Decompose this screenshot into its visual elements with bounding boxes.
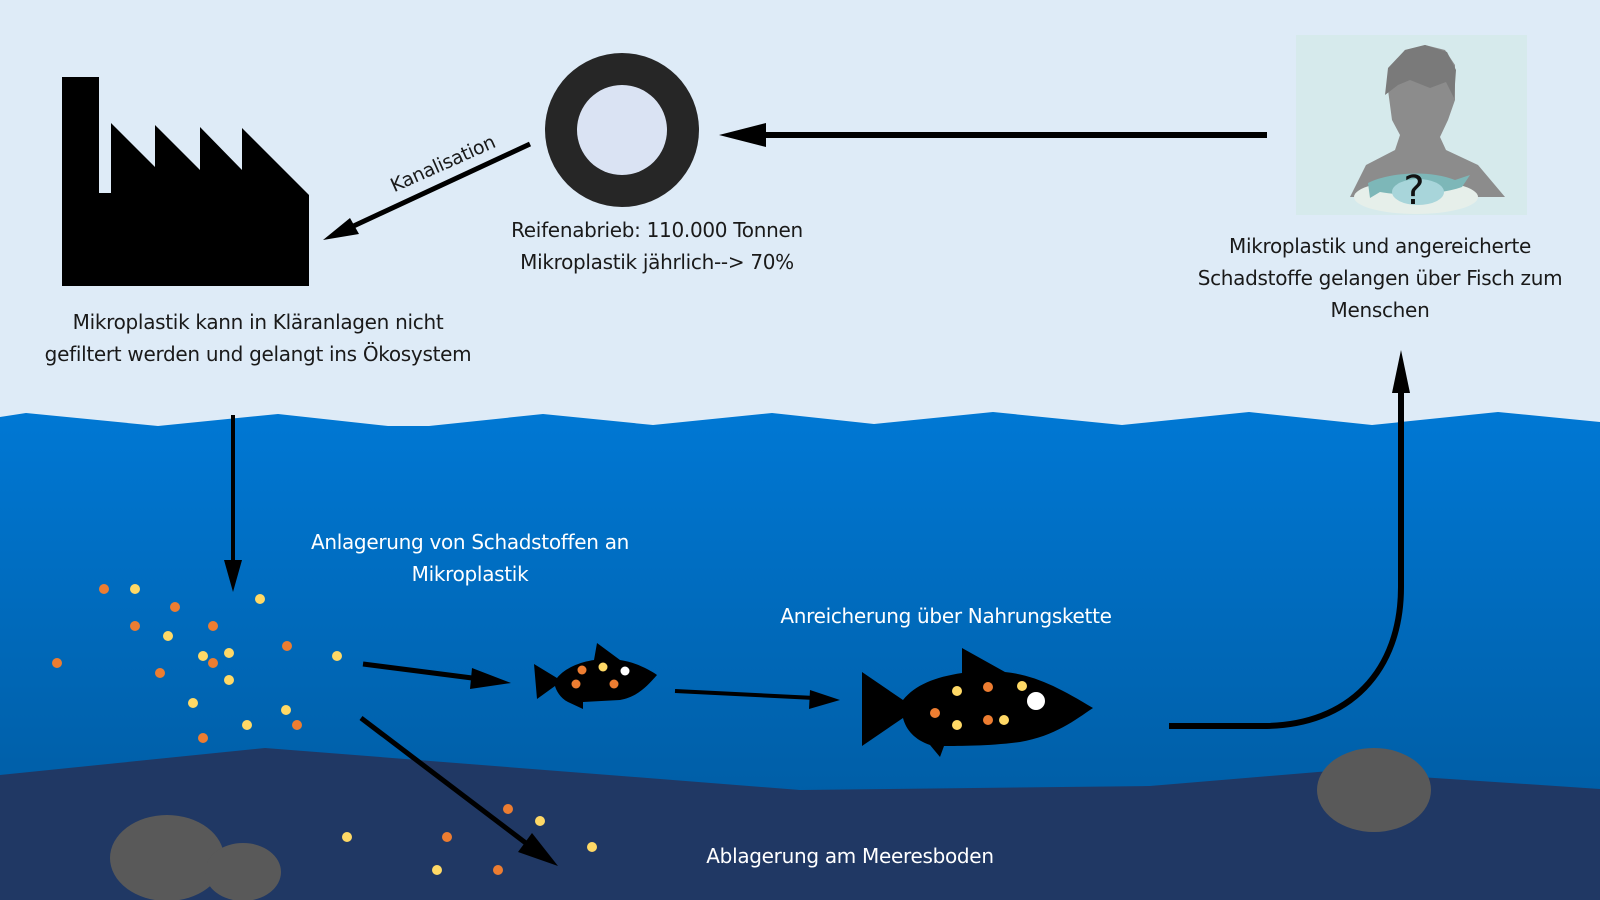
particle-water-orange — [170, 602, 180, 612]
particle-large-fish-orange — [983, 715, 993, 725]
particle-seabed-yellow — [587, 842, 597, 852]
human-caption-line-1: Mikroplastik und angereicherte — [1228, 234, 1531, 258]
particle-water-orange — [292, 720, 302, 730]
particle-seabed-yellow — [342, 832, 352, 842]
particle-water-yellow — [224, 648, 234, 658]
particle-large-fish-yellow — [952, 686, 962, 696]
particle-water-yellow — [242, 720, 252, 730]
particle-small-fish-orange — [577, 665, 587, 675]
factory-caption-line-1: Mikroplastik kann in Kläranlagen nicht — [72, 310, 444, 334]
large-fish-icon — [862, 648, 1093, 757]
factory-caption: Mikroplastik kann in Kläranlagen nicht g… — [8, 306, 508, 370]
particle-water-orange — [52, 658, 62, 668]
question-mark: ? — [1403, 168, 1424, 214]
particle-seabed-orange — [442, 832, 452, 842]
particle-water-orange — [99, 584, 109, 594]
arrow-fish-to-human-head — [1392, 350, 1410, 393]
particle-water-yellow — [198, 651, 208, 661]
particle-small-fish-white — [620, 666, 630, 676]
adsorption-caption: Anlagerung von Schadstoffen an Mikroplas… — [280, 526, 660, 590]
particle-water-orange — [155, 668, 165, 678]
arrow-factory-to-water-head — [224, 560, 242, 592]
particle-water-yellow — [130, 584, 140, 594]
particle-water-yellow — [188, 698, 198, 708]
particle-large-fish-yellow — [999, 715, 1009, 725]
particle-large-fish-yellow — [952, 720, 962, 730]
arrow-tire-to-factory — [343, 141, 532, 233]
particle-seabed-orange — [503, 804, 513, 814]
particle-large-fish-white — [1027, 692, 1045, 710]
arrow-tire-to-factory-head — [323, 218, 359, 240]
human-caption-line-2: Schadstoffe gelangen über Fisch zum — [1197, 266, 1563, 290]
arrow-small-to-large-fish — [674, 689, 816, 700]
person-hair — [1385, 45, 1456, 98]
particle-water-orange — [130, 621, 140, 631]
arrow-particles-to-small-fish — [362, 661, 481, 682]
particle-large-fish-yellow — [1017, 681, 1027, 691]
particle-large-fish-orange — [930, 708, 940, 718]
plate-fish-2 — [1392, 179, 1444, 205]
particle-water-yellow — [332, 651, 342, 661]
seabed — [0, 748, 1600, 900]
small-fish-icon — [534, 643, 657, 709]
particle-water-orange — [282, 641, 292, 651]
rock-right — [1317, 748, 1431, 832]
tire-caption-line-2: Mikroplastik jährlich--> 70% — [520, 250, 794, 274]
particle-water-yellow — [281, 705, 291, 715]
particle-water-orange — [198, 733, 208, 743]
particle-small-fish-orange — [609, 679, 619, 689]
human-caption-line-3: Menschen — [1330, 298, 1430, 322]
particle-water-yellow — [163, 631, 173, 641]
human-caption: Mikroplastik und angereicherte Schadstof… — [1175, 230, 1585, 326]
arrow-human-to-tire-head — [719, 123, 766, 147]
food-chain-caption: Anreicherung über Nahrungskette — [780, 604, 1112, 628]
rock-small-left — [205, 843, 281, 900]
tire-caption-line-1: Reifenabrieb: 110.000 Tonnen — [511, 218, 803, 242]
person-eating-fish-icon: ? — [1296, 35, 1527, 215]
particle-water-yellow — [255, 594, 265, 604]
arrow-small-to-large-fish-head — [809, 690, 840, 709]
arrow-particles-to-small-fish-head — [470, 668, 511, 689]
particle-water-yellow — [224, 675, 234, 685]
particle-seabed-orange — [493, 865, 503, 875]
particle-small-fish-yellow — [598, 662, 608, 672]
sediment-caption: Ablagerung am Meeresboden — [706, 844, 994, 868]
tire-icon — [545, 53, 699, 207]
arrow-particles-to-seabed-head — [518, 833, 558, 866]
particle-water-orange — [208, 658, 218, 668]
particle-large-fish-orange — [983, 682, 993, 692]
factory-caption-line-2: gefiltert werden und gelangt ins Ökosyst… — [44, 342, 472, 366]
particle-water-orange — [208, 621, 218, 631]
rock-icon — [110, 748, 1431, 900]
particle-small-fish-orange — [571, 679, 581, 689]
particle-seabed-yellow — [432, 865, 442, 875]
microplastic-particles — [52, 584, 1045, 875]
tire-caption: Reifenabrieb: 110.000 Tonnen Mikroplasti… — [462, 214, 852, 278]
adsorption-caption-line-1: Anlagerung von Schadstoffen an — [310, 530, 630, 554]
particle-seabed-yellow — [535, 816, 545, 826]
adsorption-caption-line-2: Mikroplastik — [411, 562, 529, 586]
factory-icon — [62, 77, 309, 286]
arrow-fish-to-human — [1169, 390, 1404, 729]
rock-large-left — [110, 815, 224, 900]
arrow-particles-to-seabed — [359, 716, 537, 852]
